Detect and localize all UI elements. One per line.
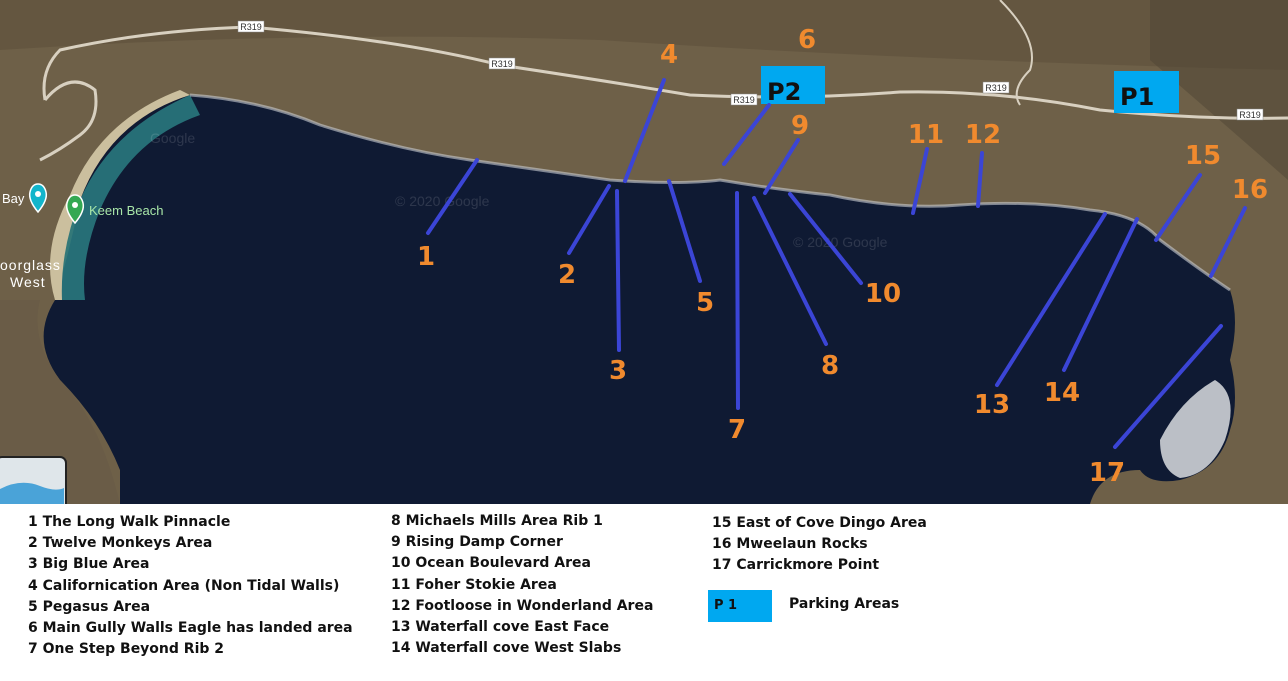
legend-item-13: 13 Waterfall cove East Face: [391, 618, 610, 635]
svg-text:R319: R319: [733, 95, 755, 105]
pointer-line-7: [735, 191, 740, 410]
marker-14: 14: [1044, 378, 1080, 408]
parking-p1[interactable]: P1: [1114, 71, 1179, 113]
svg-text:P1: P1: [1120, 83, 1154, 111]
legend-item-11: 11 Foher Stokie Area: [391, 576, 557, 593]
pointer-line-14: [1062, 217, 1139, 372]
road-label-3: R319: [730, 93, 758, 106]
pointer-line-2: [567, 184, 611, 255]
poi-beach-label[interactable]: Keem Beach: [89, 203, 163, 218]
pointer-line-3: [615, 189, 621, 352]
marker-10: 10: [865, 279, 901, 309]
svg-text:R319: R319: [1239, 110, 1261, 120]
legend-item-9: 9 Rising Damp Corner: [391, 534, 563, 551]
legend-column-2: 8 Michaels Mills Area Rib 1 9 Rising Dam…: [391, 511, 653, 659]
pointer-line-4: [623, 78, 666, 183]
parking-key-label: Parking Areas: [789, 596, 900, 612]
legend-item-8: 8 Michaels Mills Area Rib 1: [391, 513, 603, 529]
road-label-2: R319: [488, 57, 516, 70]
pointer-line-9: [763, 138, 800, 195]
marker-3: 3: [609, 356, 627, 386]
map-canvas: R319 R319 R319 R319 R319 © 2020 Google ©…: [0, 0, 1288, 504]
pointer-line-13: [995, 212, 1107, 387]
marker-2: 2: [558, 260, 576, 290]
road-label-5: R319: [1236, 108, 1264, 121]
parking-key-swatch: P 1: [708, 590, 772, 622]
carrickmore-rocks: [1160, 380, 1231, 478]
pointer-line-6: [722, 103, 771, 166]
layer-thumbnail[interactable]: [0, 456, 67, 504]
marker-1: 1: [417, 242, 435, 272]
legend: 1 The Long Walk Pinnacle 2 Twelve Monkey…: [0, 512, 1288, 681]
pointer-line-5: [667, 179, 702, 283]
watermark-2: © 2020 Google: [793, 234, 888, 250]
poi-west-label-1: oorglass: [0, 257, 61, 273]
svg-text:P2: P2: [767, 78, 801, 106]
coastline: [189, 93, 1231, 292]
beach-pin-icon[interactable]: [65, 194, 85, 225]
marker-4: 4: [660, 40, 678, 70]
pointer-line-16: [1209, 206, 1247, 278]
legend-item-7: 7 One Step Beyond Rib 2: [28, 641, 225, 658]
sea: [43, 95, 1236, 504]
road-switchback: [39, 80, 98, 162]
west-headland: [0, 300, 120, 504]
legend-item-1: 1 The Long Walk Pinnacle: [28, 514, 231, 530]
pointer-line-11: [911, 147, 929, 215]
watermark-3: Google: [150, 130, 195, 146]
marker-7: 7: [728, 415, 746, 445]
marker-6: 6: [798, 25, 816, 55]
marker-16: 16: [1232, 175, 1268, 205]
legend-item-3: 3 Big Blue Area: [28, 556, 150, 573]
marker-12: 12: [965, 120, 1001, 150]
pointer-lines: [426, 78, 1247, 449]
road-north: [999, 0, 1033, 106]
marker-8: 8: [821, 351, 839, 381]
pointer-line-15: [1154, 173, 1202, 242]
pointer-line-10: [788, 192, 863, 285]
road-r319: [42, 25, 1288, 120]
legend-item-15: 15 East of Cove Dingo Area: [712, 515, 927, 531]
marker-17: 17: [1089, 458, 1125, 488]
shallow-water: [57, 95, 200, 300]
legend-item-14: 14 Waterfall cove West Slabs: [391, 640, 622, 657]
poi-west-label-2: West: [10, 274, 46, 290]
marker-15: 15: [1185, 141, 1221, 171]
legend-item-17: 17 Carrickmore Point: [712, 557, 880, 574]
pointer-line-8: [752, 196, 828, 346]
hill-shading: [0, 0, 1288, 70]
road-label-4: R319: [982, 81, 1010, 94]
satellite-map[interactable]: R319 R319 R319 R319 R319 © 2020 Google ©…: [0, 0, 1288, 504]
pointer-line-1: [426, 158, 479, 235]
parking-p2[interactable]: P2: [761, 66, 825, 106]
hill-shading-east: [1150, 0, 1288, 180]
legend-item-5: 5 Pegasus Area: [28, 598, 151, 615]
legend-item-10: 10 Ocean Boulevard Area: [391, 555, 591, 572]
legend-column-1: 1 The Long Walk Pinnacle 2 Twelve Monkey…: [28, 512, 353, 660]
pointer-line-17: [1113, 324, 1223, 449]
svg-text:R319: R319: [985, 83, 1007, 93]
poi-bay-label: Bay: [2, 191, 25, 206]
marker-11: 11: [908, 120, 944, 150]
legend-item-16: 16 Mweelaun Rocks: [712, 536, 868, 553]
svg-text:R319: R319: [491, 59, 513, 69]
pointer-line-12: [976, 151, 984, 208]
legend-item-6: 6 Main Gully Walls Eagle has landed area: [28, 619, 353, 636]
marker-13: 13: [974, 390, 1010, 420]
legend-item-2: 2 Twelve Monkeys Area: [28, 535, 213, 552]
legend-item-12: 12 Footloose in Wonderland Area: [391, 597, 654, 614]
camera-pin-icon[interactable]: [28, 183, 48, 214]
marker-5: 5: [696, 288, 714, 318]
svg-text:R319: R319: [240, 22, 262, 32]
marker-9: 9: [791, 111, 809, 141]
legend-column-3: 15 East of Cove Dingo Area 16 Mweelaun R…: [712, 513, 927, 577]
watermark-1: © 2020 Google: [395, 193, 490, 209]
road-label-1: R319: [237, 20, 265, 33]
legend-item-4: 4 Californication Area (Non Tidal Walls): [28, 577, 340, 594]
